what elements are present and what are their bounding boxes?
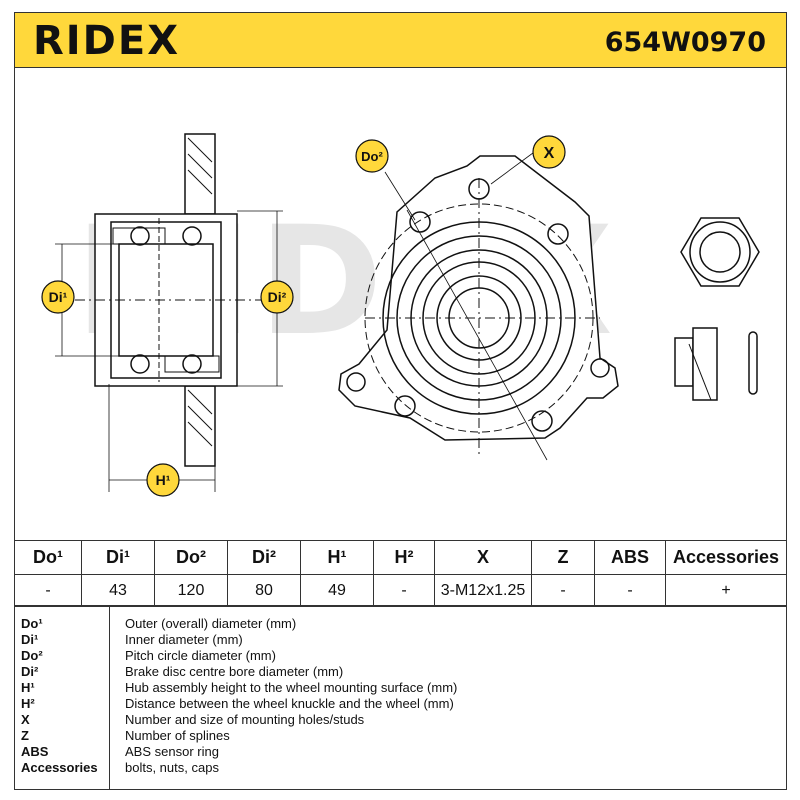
spec-header-abs: ABS: [594, 540, 666, 575]
technical-drawing: RIDEX Di¹: [41, 133, 760, 497]
spec-value-row: - 43 120 80 49 - 3-M12x1.25 - - +: [14, 574, 787, 607]
legend-key: X: [21, 712, 30, 727]
callout-di2-label: Di²: [268, 289, 287, 305]
legend-key: Do¹: [21, 616, 43, 631]
legend-desc: Pitch circle diameter (mm): [125, 648, 276, 663]
spec-value-di1: 43: [81, 574, 155, 607]
spec-value-accessories: +: [665, 574, 787, 607]
legend-desc: Brake disc centre bore diameter (mm): [125, 664, 344, 679]
spec-header-z: Z: [531, 540, 595, 575]
brand-logo: RIDEX: [33, 18, 181, 64]
callout-do2-label: Do²: [361, 149, 383, 164]
legend-desc: Outer (overall) diameter (mm): [125, 616, 297, 631]
spec-value-h2: -: [373, 574, 435, 607]
spec-header-row: Do¹ Di¹ Do² Di² H¹ H² X Z ABS Accessorie…: [14, 540, 787, 575]
callout-di2: Di²: [260, 280, 294, 314]
callout-x-label: X: [544, 145, 555, 162]
hub-front-view: [338, 149, 619, 461]
legend-box: Do¹ Outer (overall) diameter (mm) Di¹ In…: [14, 605, 787, 790]
nut-side-icon: [674, 327, 718, 401]
legend-key: H²: [21, 696, 35, 711]
legend-divider: [109, 606, 110, 789]
legend-key: Do²: [21, 648, 43, 663]
header-bar: RIDEX 654W0970: [14, 12, 787, 68]
hub-side-view: [55, 133, 283, 492]
legend-key: H¹: [21, 680, 35, 695]
callout-h1-label: H¹: [156, 472, 171, 488]
callout-do2: Do²: [355, 139, 389, 173]
legend-key: ABS: [21, 744, 49, 759]
legend-desc: Number of splines: [125, 728, 230, 743]
legend-key: Accessories: [21, 760, 98, 775]
legend-key: Z: [21, 728, 29, 743]
spec-value-x: 3-M12x1.25: [434, 574, 532, 607]
legend-desc: Number and size of mounting holes/studs: [125, 712, 365, 727]
callout-di1: Di¹: [41, 280, 75, 314]
legend-desc: bolts, nuts, caps: [125, 760, 219, 775]
spec-header-h2: H²: [373, 540, 435, 575]
spec-header-x: X: [434, 540, 532, 575]
legend-key: Di¹: [21, 632, 39, 647]
spec-value-do1: -: [14, 574, 82, 607]
spec-header-di1: Di¹: [81, 540, 155, 575]
spec-value-abs: -: [594, 574, 666, 607]
spec-header-di2: Di²: [227, 540, 301, 575]
spec-value-h1: 49: [300, 574, 374, 607]
spec-value-di2: 80: [227, 574, 301, 607]
nut-front-icon: [680, 217, 760, 287]
spec-header-do2: Do²: [154, 540, 228, 575]
spec-value-z: -: [531, 574, 595, 607]
spec-value-do2: 120: [154, 574, 228, 607]
spec-header-h1: H¹: [300, 540, 374, 575]
legend-desc: Inner diameter (mm): [125, 632, 243, 647]
part-number: 654W0970: [604, 27, 766, 58]
legend-desc: Distance between the wheel knuckle and t…: [125, 696, 454, 711]
callout-h1: H¹: [146, 463, 180, 497]
spec-table: Do¹ Di¹ Do² Di² H¹ H² X Z ABS Accessorie…: [14, 540, 787, 607]
spec-header-do1: Do¹: [14, 540, 82, 575]
legend-desc: ABS sensor ring: [125, 744, 219, 759]
legend-key: Di²: [21, 664, 39, 679]
callout-di1-label: Di¹: [49, 289, 68, 305]
pin-icon: [748, 331, 758, 395]
callout-x: X: [532, 135, 566, 169]
legend-desc: Hub assembly height to the wheel mountin…: [125, 680, 458, 695]
spec-header-accessories: Accessories: [665, 540, 787, 575]
